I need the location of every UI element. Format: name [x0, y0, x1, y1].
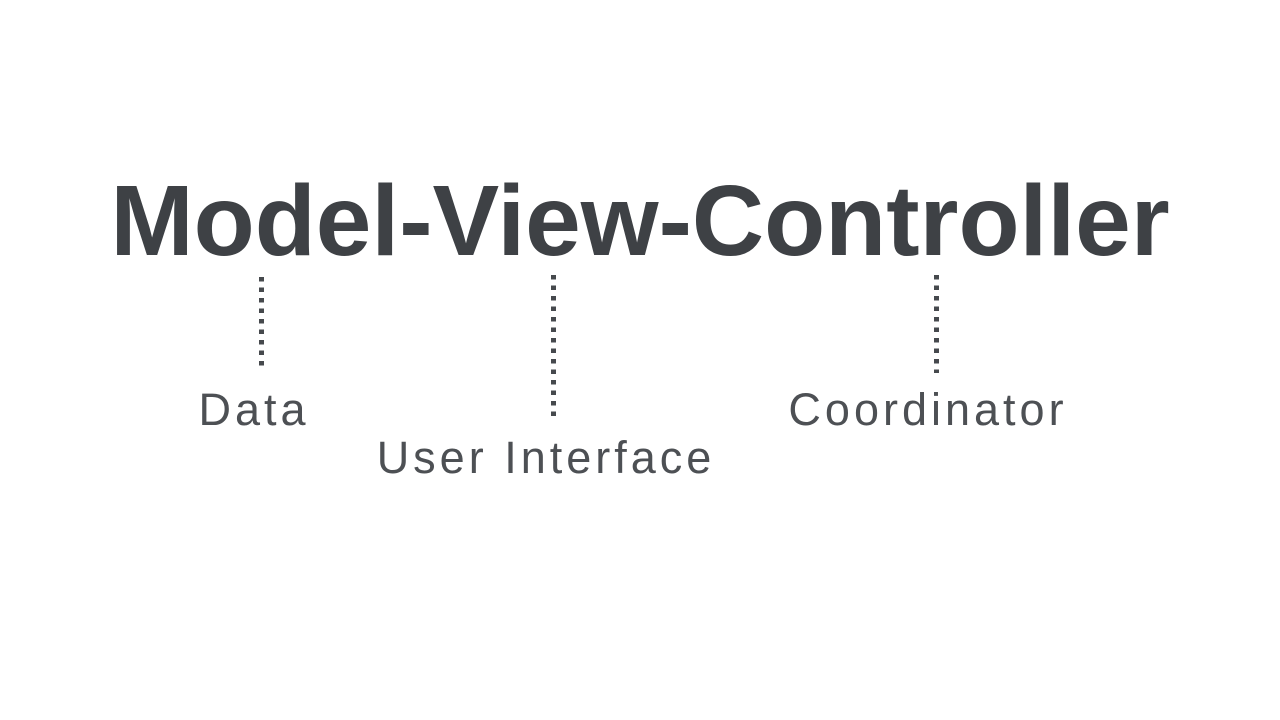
- view-dotted-connector-line: [551, 275, 556, 422]
- controller-annotation-label: Coordinator: [788, 384, 1068, 435]
- page-title: Model-View-Controller: [110, 165, 1170, 277]
- model-dotted-connector-line: [259, 277, 264, 370]
- controller-dotted-connector-line: [934, 275, 939, 373]
- model-annotation-label: Data: [198, 384, 310, 435]
- view-annotation-label: User Interface: [376, 432, 716, 483]
